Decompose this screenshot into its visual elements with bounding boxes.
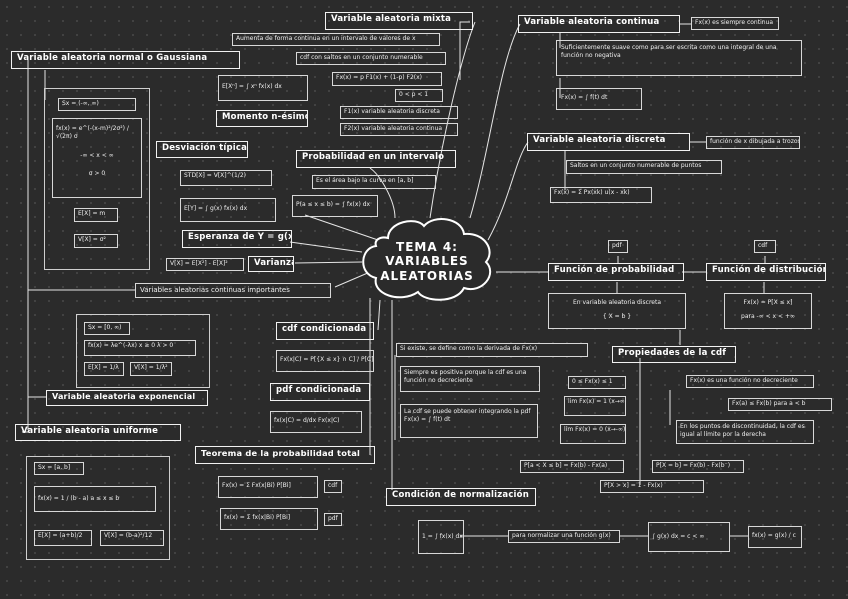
cdf-cond-formula: Fx(x|C) = P[{X ≤ x} ∩ C] / P[C] [276, 350, 374, 372]
prop-interval: P[a < X ≤ b] = Fx(b) - Fx(a) [520, 460, 624, 473]
propiedades-title[interactable]: Propiedades de la cdf [612, 346, 736, 363]
prob-intervalo-title[interactable]: Probabilidad en un intervalo [296, 150, 456, 168]
funcion-dist-title[interactable]: Función de distribución [706, 263, 826, 281]
teorema-cdf-formula: Fx(x) = Σ Fx(x|Bi) P[Bi] [218, 476, 318, 498]
normalizacion-fx: fx(x) = g(x) / c [748, 526, 802, 548]
discreta-formula: Fx(x) = Σ Px(xk) u(x - xk) [550, 187, 652, 203]
esperanza-title[interactable]: Esperanza de Y = g(x) [182, 230, 292, 248]
link-center-esp-y [304, 214, 379, 241]
funcion-dist-box: Fx(x) = P[X ≤ x] para -∞ < x < +∞ [724, 293, 812, 329]
normal-vx: V[X] = σ² [74, 234, 118, 248]
mixta-desc-continuous: Aumenta de forma continua en un interval… [232, 33, 440, 46]
normal-panel [44, 88, 150, 270]
exponencial-vx: V[X] = 1/λ² [130, 362, 172, 376]
normalizacion-title[interactable]: Condición de normalización [386, 488, 536, 506]
teorema-pdf-tag: pdf [324, 513, 342, 526]
teorema-cdf-tag: cdf [324, 480, 342, 493]
exponencial-title[interactable]: Variable aleatoria exponencial [46, 390, 208, 406]
importantes-title[interactable]: Variables aleatorias continuas important… [135, 283, 331, 298]
prop-order: Fx(a) ≤ Fx(b) para a < b [728, 398, 832, 411]
link-center-discreta [487, 141, 529, 241]
prop-nondecreasing: Fx(x) es una función no decreciente [686, 375, 814, 388]
continua-title[interactable]: Variable aleatoria continua [518, 15, 680, 33]
teorema-title[interactable]: Teorema de la probabilidad total [195, 446, 375, 464]
derivada-integral: La cdf se puede obtener integrando la pd… [400, 404, 538, 438]
link-center-cdf-cond [377, 299, 381, 331]
prop-lim-inf: lim Fx(x) = 1 (x→∞) [564, 396, 626, 416]
discreta-title[interactable]: Variable aleatoria discreta [527, 133, 690, 151]
desviacion-title[interactable]: Desviación típica [156, 141, 248, 158]
mixta-f1-discrete: F1(x) variable aleatoria discreta [340, 106, 458, 119]
central-title: TEMA 4: VARIABLES ALEATORIAS [380, 240, 474, 283]
link-center-mixta [429, 21, 476, 219]
derivada-def: Si existe, se define como la derivada de… [396, 343, 588, 357]
uniforme-title[interactable]: Variable aleatoria uniforme [15, 424, 181, 441]
teorema-pdf-formula: fx(x) = Σ fx(x|Bi) P[Bi] [220, 508, 318, 530]
prop-lim-neg: lim Fx(x) = 0 (x→-∞) [560, 424, 626, 444]
funcion-dist-range: para -∞ < x < +∞ [741, 312, 795, 320]
derivada-positiva: Siempre es positiva porque la cdf es una… [400, 366, 540, 392]
uniforme-vx: V[X] = (b-a)²/12 [100, 530, 164, 546]
pdf-cond-title[interactable]: pdf condicionada [270, 383, 370, 401]
link-center-esperanza [289, 241, 363, 253]
prob-intervalo-formula: P(a ≤ x ≤ b) = ∫ fx(x) dx [292, 195, 378, 217]
cdf-cond-title[interactable]: cdf condicionada [276, 322, 374, 340]
desviacion-formula: STD[X] = V[X]^(1/2) [180, 170, 272, 186]
mixta-title[interactable]: Variable aleatoria mixta [325, 12, 473, 30]
funcion-prob-box: En variable aleatoria discreta { X = b } [548, 293, 686, 329]
discreta-note: función de x dibujada a trozos [706, 136, 800, 149]
varianza-formula: V[X] = E[X²] - E[X]² [166, 258, 244, 271]
continua-desc: Suficientemente suave como para ser escr… [556, 40, 802, 76]
exponencial-sx: Sx = [0, ∞) [84, 322, 130, 335]
link-mixta-spine [459, 21, 470, 80]
exponencial-pdf: fx(x) = λe^(-λx) x ≥ 0 λ > 0 [84, 340, 196, 356]
prop-bounds: 0 ≤ Fx(x) ≤ 1 [568, 376, 626, 389]
funcion-prob-formula: { X = b } [602, 312, 632, 320]
pdf-cond-formula: fx(x|C) = d/dx Fx(x|C) [270, 411, 362, 433]
esperanza-formula: E[Y] = ∫ g(x) fx(x) dx [180, 198, 276, 222]
continua-formula: Fx(x) = ∫ f(t) dt [556, 88, 642, 110]
normal-pdf-box: fx(x) = e^(-(x-m)²/2σ²) / √(2π) σ -∞ < x… [52, 118, 142, 198]
mixta-f2-continuous: F2(x) variable aleatoria continua [340, 123, 458, 136]
funcion-prob-title[interactable]: Función de probabilidad [548, 263, 684, 281]
funcion-prob-tag: pdf [608, 240, 628, 253]
exponencial-ex: E[X] = 1/λ [84, 362, 124, 376]
discreta-desc: Saltos en un conjunto numerable de punto… [566, 160, 722, 174]
normal-ex: E[X] = m [74, 208, 118, 222]
link-center-varianza [294, 261, 363, 264]
mixta-desc-jumps: cdf con saltos en un conjunto numerable [296, 52, 446, 65]
link-center-continua [469, 23, 521, 219]
uniforme-ex: E[X] = (a+b)/2 [34, 530, 92, 546]
normalizacion-note: para normalizar una función g(x) [508, 530, 620, 543]
funcion-dist-formula: Fx(x) = P[X ≤ x] [743, 299, 793, 306]
uniforme-sx: Sx = [a, b] [34, 462, 84, 475]
prop-complement: P[X > x] = 1 - Fx(x) [600, 480, 704, 493]
exponencial-panel [76, 314, 210, 388]
central-cloud [362, 218, 492, 301]
funcion-prob-desc: En variable aleatoria discreta [572, 299, 662, 306]
momento-formula: E[Xⁿ] = ∫ xⁿ fx(x) dx [218, 75, 308, 101]
uniforme-pdf: fx(x) = 1 / (b - a) a ≤ x ≤ b [34, 486, 156, 512]
normal-title[interactable]: Variable aleatoria normal o Gaussiana [11, 51, 240, 69]
normal-range: -∞ < x < ∞ [80, 152, 114, 159]
uniforme-panel [26, 456, 170, 560]
normalizacion-formula: 1 = ∫ fx(x) dx [418, 520, 464, 554]
mixta-formula: Fx(x) = p F1(x) + (1-p) F2(x) [332, 72, 442, 86]
momento-title[interactable]: Momento n-ésimo [216, 110, 308, 127]
normal-sigma: σ > 0 [88, 169, 106, 177]
prob-intervalo-desc: Es el área bajo la curva en [a, b] [312, 175, 436, 189]
link-center-importantes [334, 271, 371, 288]
continua-note: Fx(x) es siempre continua [691, 17, 779, 30]
varianza-title[interactable]: Varianza [248, 256, 294, 272]
prop-discontinuity: En los puntos de discontinuidad, la cdf … [676, 420, 814, 444]
normalizacion-g-integral: ∫ g(x) dx = c < ∞ [648, 522, 730, 552]
prop-point: P[X = b] = Fx(b) - Fx(b⁻) [652, 460, 744, 473]
funcion-dist-tag: cdf [754, 240, 776, 253]
normal-pdf: fx(x) = e^(-(x-m)²/2σ²) / √(2π) σ [56, 125, 129, 140]
mixta-p-range: 0 < p < 1 [395, 89, 443, 102]
normal-sx: Sx = (-∞, ∞) [58, 98, 136, 111]
